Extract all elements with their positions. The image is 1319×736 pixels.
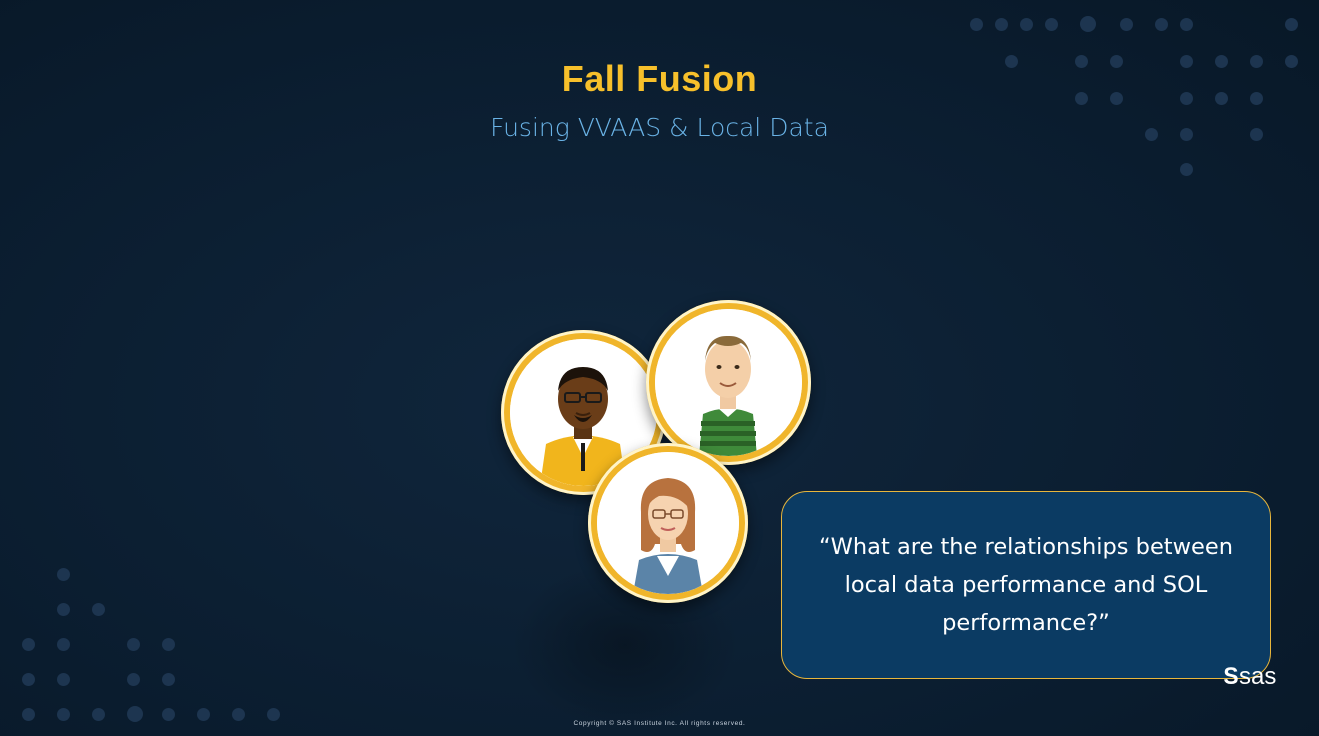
quote-text: “What are the relationships between loca…	[819, 534, 1233, 636]
slide-title: Fall Fusion	[561, 58, 758, 99]
slide-subtitle: Fusing VVAAS & Local Data	[490, 113, 829, 142]
quote-callout-box: “What are the relationships between loca…	[781, 491, 1271, 679]
copyright-text: Copyright © SAS Institute Inc. All right…	[573, 720, 746, 727]
sas-logo-text: sas	[1239, 663, 1277, 690]
sas-logo-mark: S	[1223, 663, 1239, 690]
sas-logo-icon: Ssas	[1223, 662, 1293, 692]
avatar-man-green-striped-sweater-icon	[646, 300, 811, 465]
avatar-woman-glasses-blazer-icon	[588, 443, 748, 603]
